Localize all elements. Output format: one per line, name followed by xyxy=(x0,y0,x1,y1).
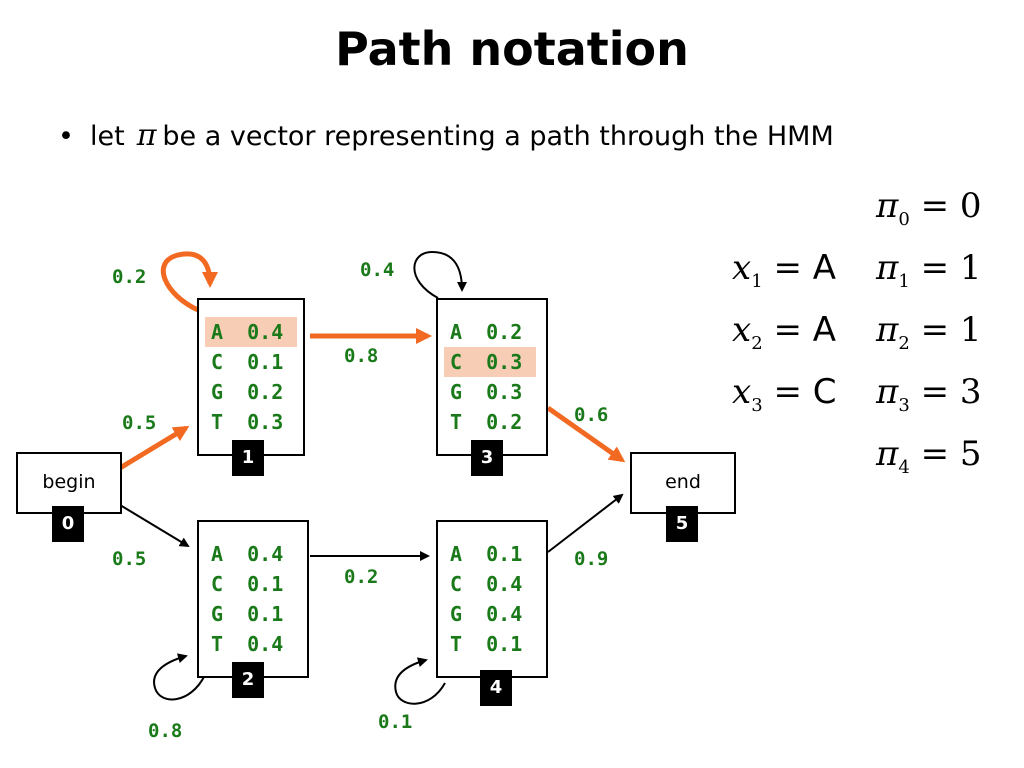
page-title: Path notation xyxy=(335,22,689,76)
bullet-dot: • xyxy=(58,121,74,152)
state-3-index: 3 xyxy=(471,440,503,476)
arrow-3-to-end xyxy=(546,405,626,463)
arrow-begin-to-2 xyxy=(119,504,190,548)
emission-row: G 0.1 xyxy=(211,602,284,626)
observation-x1: x1 = A xyxy=(732,248,837,292)
emission-row: C 0.4 xyxy=(450,572,523,596)
emission-row: T 0.3 xyxy=(211,410,284,434)
emission-row: C 0.1 xyxy=(211,350,284,374)
emission-row: C 0.3 xyxy=(444,347,536,377)
emission-row: T 0.4 xyxy=(211,632,284,656)
prob-4-to-end: 0.9 xyxy=(574,548,609,570)
state-1-index: 1 xyxy=(232,440,264,476)
emission-row: C 0.1 xyxy=(211,572,284,596)
prob-self-2: 0.8 xyxy=(148,720,183,742)
pi-symbol: π xyxy=(136,118,157,153)
state-end-label: end xyxy=(665,471,701,493)
state-begin: begin xyxy=(16,452,122,514)
prob-begin-to-2: 0.5 xyxy=(112,548,147,570)
state-3: A 0.2 C 0.3 G 0.3 T 0.2 xyxy=(436,298,548,456)
prob-1-to-3: 0.8 xyxy=(344,345,379,367)
prob-begin-to-1: 0.5 xyxy=(122,412,157,434)
bullet-text-before: let xyxy=(90,121,125,152)
arrow-self-1 xyxy=(160,251,218,313)
prob-2-to-4: 0.2 xyxy=(344,566,379,588)
observation-x3: x3 = C xyxy=(732,372,837,416)
prob-self-1: 0.2 xyxy=(112,266,147,288)
state-begin-index: 0 xyxy=(52,506,84,542)
emission-row: A 0.2 xyxy=(450,320,523,344)
state-4: A 0.1 C 0.4 G 0.4 T 0.1 xyxy=(436,520,548,678)
state-2: A 0.4 C 0.1 G 0.1 T 0.4 xyxy=(197,520,309,678)
arrow-begin-to-1 xyxy=(118,425,190,471)
path-pi0: π0 = 0 xyxy=(876,186,982,230)
state-2-index: 2 xyxy=(232,662,264,698)
emission-row: A 0.4 xyxy=(211,542,284,566)
arrow-self-2 xyxy=(153,653,206,701)
prob-3-to-end: 0.6 xyxy=(574,404,609,426)
emission-row: G 0.2 xyxy=(211,380,284,404)
path-pi4: π4 = 5 xyxy=(876,434,982,478)
arrow-self-4 xyxy=(394,657,446,705)
state-end-index: 5 xyxy=(666,506,698,542)
state-end: end xyxy=(630,452,736,514)
emission-row: G 0.4 xyxy=(450,602,523,626)
bullet-text-after: be a vector representing a path through … xyxy=(162,121,834,152)
path-pi1: π1 = 1 xyxy=(876,248,982,292)
emission-row: T 0.2 xyxy=(450,410,523,434)
emission-row: A 0.1 xyxy=(450,542,523,566)
arrow-4-to-end xyxy=(547,493,624,553)
state-begin-label: begin xyxy=(42,471,96,493)
arrow-self-3 xyxy=(413,250,467,299)
prob-self-3: 0.4 xyxy=(360,259,395,281)
path-pi2: π2 = 1 xyxy=(876,310,982,354)
emission-row: T 0.1 xyxy=(450,632,523,656)
path-pi3: π3 = 3 xyxy=(876,372,982,416)
emission-row: G 0.3 xyxy=(450,380,523,404)
state-1: A 0.4 C 0.1 G 0.2 T 0.3 xyxy=(197,298,305,456)
state-4-index: 4 xyxy=(480,670,512,706)
observation-x2: x2 = A xyxy=(732,310,837,354)
prob-self-4: 0.1 xyxy=(378,711,413,733)
emission-row: A 0.4 xyxy=(205,317,297,347)
